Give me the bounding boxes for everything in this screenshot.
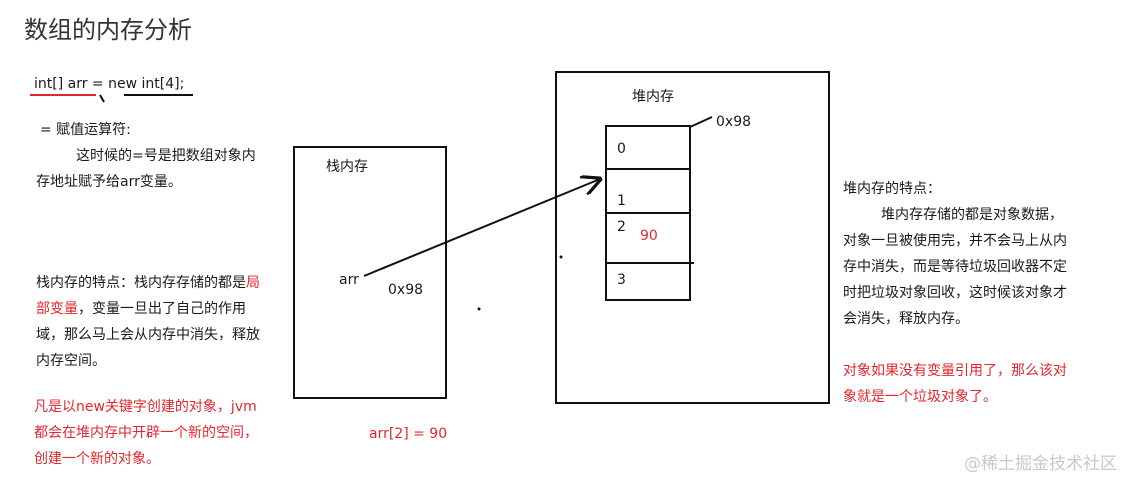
new-note-line-2: 都会在堆内存中开辟一个新的空间， (34, 425, 258, 441)
heap-desc-title: 堆内存的特点： (843, 181, 941, 197)
heap-description: 堆内存的特点： 堆内存存储的都是对象数据， 对象一旦被使用完，并不会马上从内 存… (843, 176, 1067, 332)
heap-desc-3: 存中消失，而是等待垃圾回收器不定 (843, 259, 1067, 275)
stray-dot (559, 255, 563, 259)
array-index-2: 2 (617, 219, 626, 235)
stack-title: 栈内存 (326, 159, 368, 175)
array-divider (606, 262, 694, 264)
heap-memory-box (555, 71, 830, 404)
stack-desc-rest-3: 内存空间。 (36, 353, 106, 369)
garbage-note: 对象如果没有变量引用了，那么该对 象就是一个垃圾对象了。 (843, 358, 1067, 410)
stack-var-name: arr (339, 272, 359, 288)
heap-desc-4: 时把垃圾对象回收，这时候该对象才 (843, 285, 1067, 301)
new-note-line-1: 凡是以new关键字创建的对象，jvm (34, 399, 257, 415)
array-index-1: 1 (617, 193, 626, 209)
address-leader (689, 116, 713, 128)
assign-op-label: = 赋值运算符: (40, 122, 131, 138)
assign-explain-2: 存地址赋予给arr变量。 (36, 174, 182, 190)
garbage-note-2: 象就是一个垃圾对象了。 (843, 389, 997, 405)
stack-desc-prefix: 栈内存的特点：栈内存存储的都是 (36, 275, 246, 291)
heap-desc-2: 对象一旦被使用完，并不会马上从内 (843, 233, 1067, 249)
page-title: 数组的内存分析 (24, 16, 192, 44)
new-keyword-note: 凡是以new关键字创建的对象，jvm 都会在堆内存中开辟一个新的空间， 创建一个… (34, 394, 258, 472)
stack-desc-rest-1: ，变量一旦出了自己的作用 (78, 301, 246, 317)
heap-title: 堆内存 (632, 89, 674, 105)
heap-address: 0x98 (716, 114, 752, 130)
stray-dot (477, 307, 481, 311)
watermark: @稀土掘金技术社区 (964, 454, 1117, 474)
stack-desc-red-2: 部变量 (36, 301, 78, 317)
heap-desc-5: 会消失，释放内存。 (843, 311, 969, 327)
array-divider (606, 212, 690, 214)
array-divider (606, 168, 690, 170)
new-note-line-3: 创建一个新的对象。 (34, 451, 160, 467)
stack-var-value: 0x98 (388, 282, 424, 298)
array-index-0: 0 (617, 141, 626, 157)
reference-arrow (363, 179, 600, 277)
assignment-statement: arr[2] = 90 (369, 426, 448, 442)
heap-desc-1: 堆内存存储的都是对象数据， (881, 207, 1063, 223)
stack-description: 栈内存的特点：栈内存存储的都是局 部变量，变量一旦出了自己的作用 域，那么马上会… (36, 270, 286, 374)
garbage-note-1: 对象如果没有变量引用了，那么该对 (843, 363, 1067, 379)
stack-desc-red-1: 局 (246, 275, 260, 291)
array-value-2: 90 (640, 228, 658, 244)
code-tick (99, 94, 105, 103)
stack-desc-rest-2: 域，那么马上会从内存中消失，释放 (36, 327, 260, 343)
array-index-3: 3 (617, 272, 626, 288)
stack-memory-box (293, 146, 447, 399)
code-declaration: int[] arr = new int[4]; (34, 76, 185, 92)
assign-explain-1: 这时候的=号是把数组对象内 (76, 148, 256, 164)
